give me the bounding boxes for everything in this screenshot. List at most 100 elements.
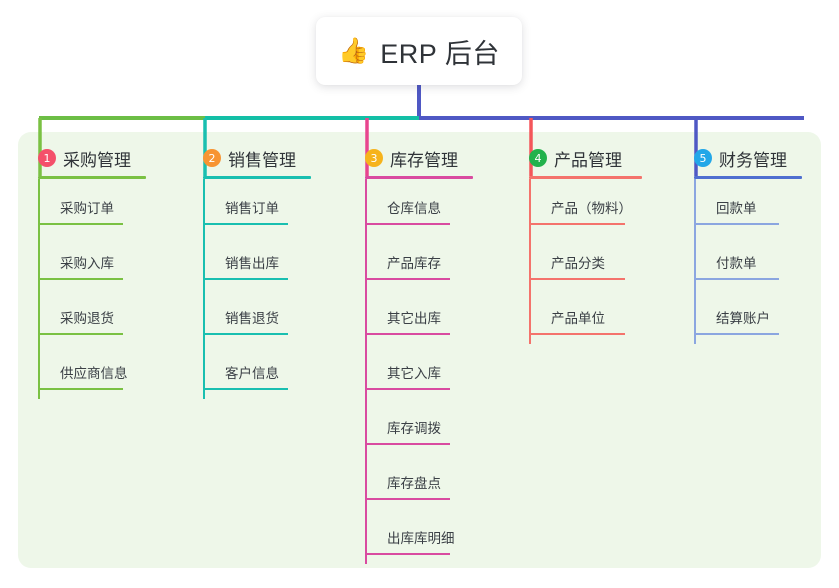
column-3: 3 库存管理仓库信息产品库存其它出库其它入库库存调拨库存盘点出库库明细 bbox=[365, 146, 473, 564]
leaf-item[interactable]: 产品单位 bbox=[529, 289, 642, 344]
leaf-item[interactable]: 其它入库 bbox=[365, 344, 473, 399]
leaf-item-rule bbox=[694, 223, 779, 225]
column-header-5[interactable]: 5 财务管理 bbox=[694, 146, 802, 170]
root-node-content: 👍 ERP 后台 bbox=[338, 32, 500, 71]
column-header-3[interactable]: 3 库存管理 bbox=[365, 146, 473, 170]
leaf-item-rule bbox=[365, 553, 450, 555]
column-title: 财务管理 bbox=[719, 150, 787, 170]
leaf-item[interactable]: 结算账户 bbox=[694, 289, 802, 344]
leaf-item-rule bbox=[365, 223, 450, 225]
leaf-item-label: 仓库信息 bbox=[387, 201, 441, 216]
column-title: 采购管理 bbox=[63, 150, 131, 170]
leaf-item-rule bbox=[529, 278, 625, 280]
leaf-item[interactable]: 库存调拨 bbox=[365, 399, 473, 454]
column-title: 产品管理 bbox=[554, 150, 622, 170]
column-2: 2 销售管理销售订单销售出库销售退货客户信息 bbox=[203, 146, 311, 399]
leaf-item-label: 销售订单 bbox=[225, 201, 279, 216]
leaf-item-rule bbox=[365, 333, 450, 335]
leaf-item-rule bbox=[38, 223, 123, 225]
leaf-item-label: 采购入库 bbox=[60, 256, 114, 271]
diagram-panel bbox=[18, 132, 821, 568]
leaf-item[interactable]: 供应商信息 bbox=[38, 344, 146, 399]
column-title: 销售管理 bbox=[228, 150, 296, 170]
leaf-item[interactable]: 采购订单 bbox=[38, 179, 146, 234]
column-items: 销售订单销售出库销售退货客户信息 bbox=[203, 179, 311, 399]
column-badge-1: 1 bbox=[38, 149, 56, 167]
leaf-item-label: 回款单 bbox=[716, 201, 757, 216]
column-badge-5: 5 bbox=[694, 149, 712, 167]
column-header-rule bbox=[694, 176, 802, 179]
column-header-4[interactable]: 4 产品管理 bbox=[529, 146, 642, 170]
leaf-item-rule bbox=[38, 333, 123, 335]
leaf-item-label: 出库库明细 bbox=[387, 531, 455, 546]
leaf-item-label: 产品分类 bbox=[551, 256, 605, 271]
leaf-item[interactable]: 回款单 bbox=[694, 179, 802, 234]
column-header-rule bbox=[529, 176, 642, 179]
column-badge-3: 3 bbox=[365, 149, 383, 167]
leaf-item-label: 采购订单 bbox=[60, 201, 114, 216]
leaf-item-label: 产品库存 bbox=[387, 256, 441, 271]
leaf-item-rule bbox=[529, 223, 625, 225]
column-1: 1 采购管理采购订单采购入库采购退货供应商信息 bbox=[38, 146, 146, 399]
column-title: 库存管理 bbox=[390, 150, 458, 170]
leaf-item[interactable]: 产品库存 bbox=[365, 234, 473, 289]
column-header-1[interactable]: 1 采购管理 bbox=[38, 146, 146, 170]
column-4: 4 产品管理产品（物料） 产品分类产品单位 bbox=[529, 146, 642, 344]
column-items: 仓库信息产品库存其它出库其它入库库存调拨库存盘点出库库明细 bbox=[365, 179, 473, 564]
leaf-item[interactable]: 库存盘点 bbox=[365, 454, 473, 509]
column-items: 采购订单采购入库采购退货供应商信息 bbox=[38, 179, 146, 399]
leaf-item[interactable]: 采购退货 bbox=[38, 289, 146, 344]
leaf-item[interactable]: 客户信息 bbox=[203, 344, 311, 399]
leaf-item[interactable]: 销售出库 bbox=[203, 234, 311, 289]
column-trunk-line bbox=[203, 179, 205, 399]
leaf-item-rule bbox=[365, 498, 450, 500]
column-header-rule bbox=[365, 176, 473, 179]
leaf-item-rule bbox=[203, 278, 288, 280]
leaf-item[interactable]: 产品（物料） bbox=[529, 179, 642, 234]
leaf-item-label: 销售出库 bbox=[225, 256, 279, 271]
column-badge-2: 2 bbox=[203, 149, 221, 167]
leaf-item[interactable]: 销售退货 bbox=[203, 289, 311, 344]
leaf-item-label: 库存盘点 bbox=[387, 476, 441, 491]
leaf-item-label: 付款单 bbox=[716, 256, 757, 271]
column-5: 5 财务管理回款单付款单结算账户 bbox=[694, 146, 802, 344]
leaf-item-rule bbox=[203, 223, 288, 225]
leaf-item-label: 其它入库 bbox=[387, 366, 441, 381]
leaf-item-rule bbox=[694, 278, 779, 280]
column-items: 回款单付款单结算账户 bbox=[694, 179, 802, 344]
leaf-item-label: 销售退货 bbox=[225, 311, 279, 326]
leaf-item-rule bbox=[365, 388, 450, 390]
leaf-item-label: 产品单位 bbox=[551, 311, 605, 326]
column-trunk-line bbox=[529, 179, 531, 344]
column-trunk-line bbox=[365, 179, 367, 564]
leaf-item[interactable]: 付款单 bbox=[694, 234, 802, 289]
leaf-item-rule bbox=[694, 333, 779, 335]
leaf-item-rule bbox=[38, 388, 123, 390]
root-node[interactable]: 👍 ERP 后台 bbox=[316, 17, 522, 85]
leaf-item-label: 结算账户 bbox=[716, 311, 770, 326]
leaf-item[interactable]: 仓库信息 bbox=[365, 179, 473, 234]
leaf-item-label: 其它出库 bbox=[387, 311, 441, 326]
leaf-item-label: 供应商信息 bbox=[60, 366, 128, 381]
leaf-item-rule bbox=[365, 278, 450, 280]
leaf-item[interactable]: 产品分类 bbox=[529, 234, 642, 289]
leaf-item-label: 采购退货 bbox=[60, 311, 114, 326]
column-trunk-line bbox=[694, 179, 696, 344]
leaf-item-rule bbox=[203, 333, 288, 335]
thumbs-up-icon: 👍 bbox=[338, 36, 370, 65]
leaf-item-rule bbox=[529, 333, 625, 335]
root-title: ERP 后台 bbox=[380, 38, 500, 69]
column-badge-4: 4 bbox=[529, 149, 547, 167]
leaf-item[interactable]: 采购入库 bbox=[38, 234, 146, 289]
column-header-rule bbox=[38, 176, 146, 179]
column-header-rule bbox=[203, 176, 311, 179]
leaf-item-label: 客户信息 bbox=[225, 366, 279, 381]
leaf-item-label: 库存调拨 bbox=[387, 421, 441, 436]
column-header-2[interactable]: 2 销售管理 bbox=[203, 146, 311, 170]
leaf-item[interactable]: 销售订单 bbox=[203, 179, 311, 234]
leaf-item-rule bbox=[365, 443, 450, 445]
leaf-item-rule bbox=[38, 278, 123, 280]
leaf-item[interactable]: 其它出库 bbox=[365, 289, 473, 344]
column-items: 产品（物料） 产品分类产品单位 bbox=[529, 179, 642, 344]
leaf-item[interactable]: 出库库明细 bbox=[365, 509, 473, 564]
